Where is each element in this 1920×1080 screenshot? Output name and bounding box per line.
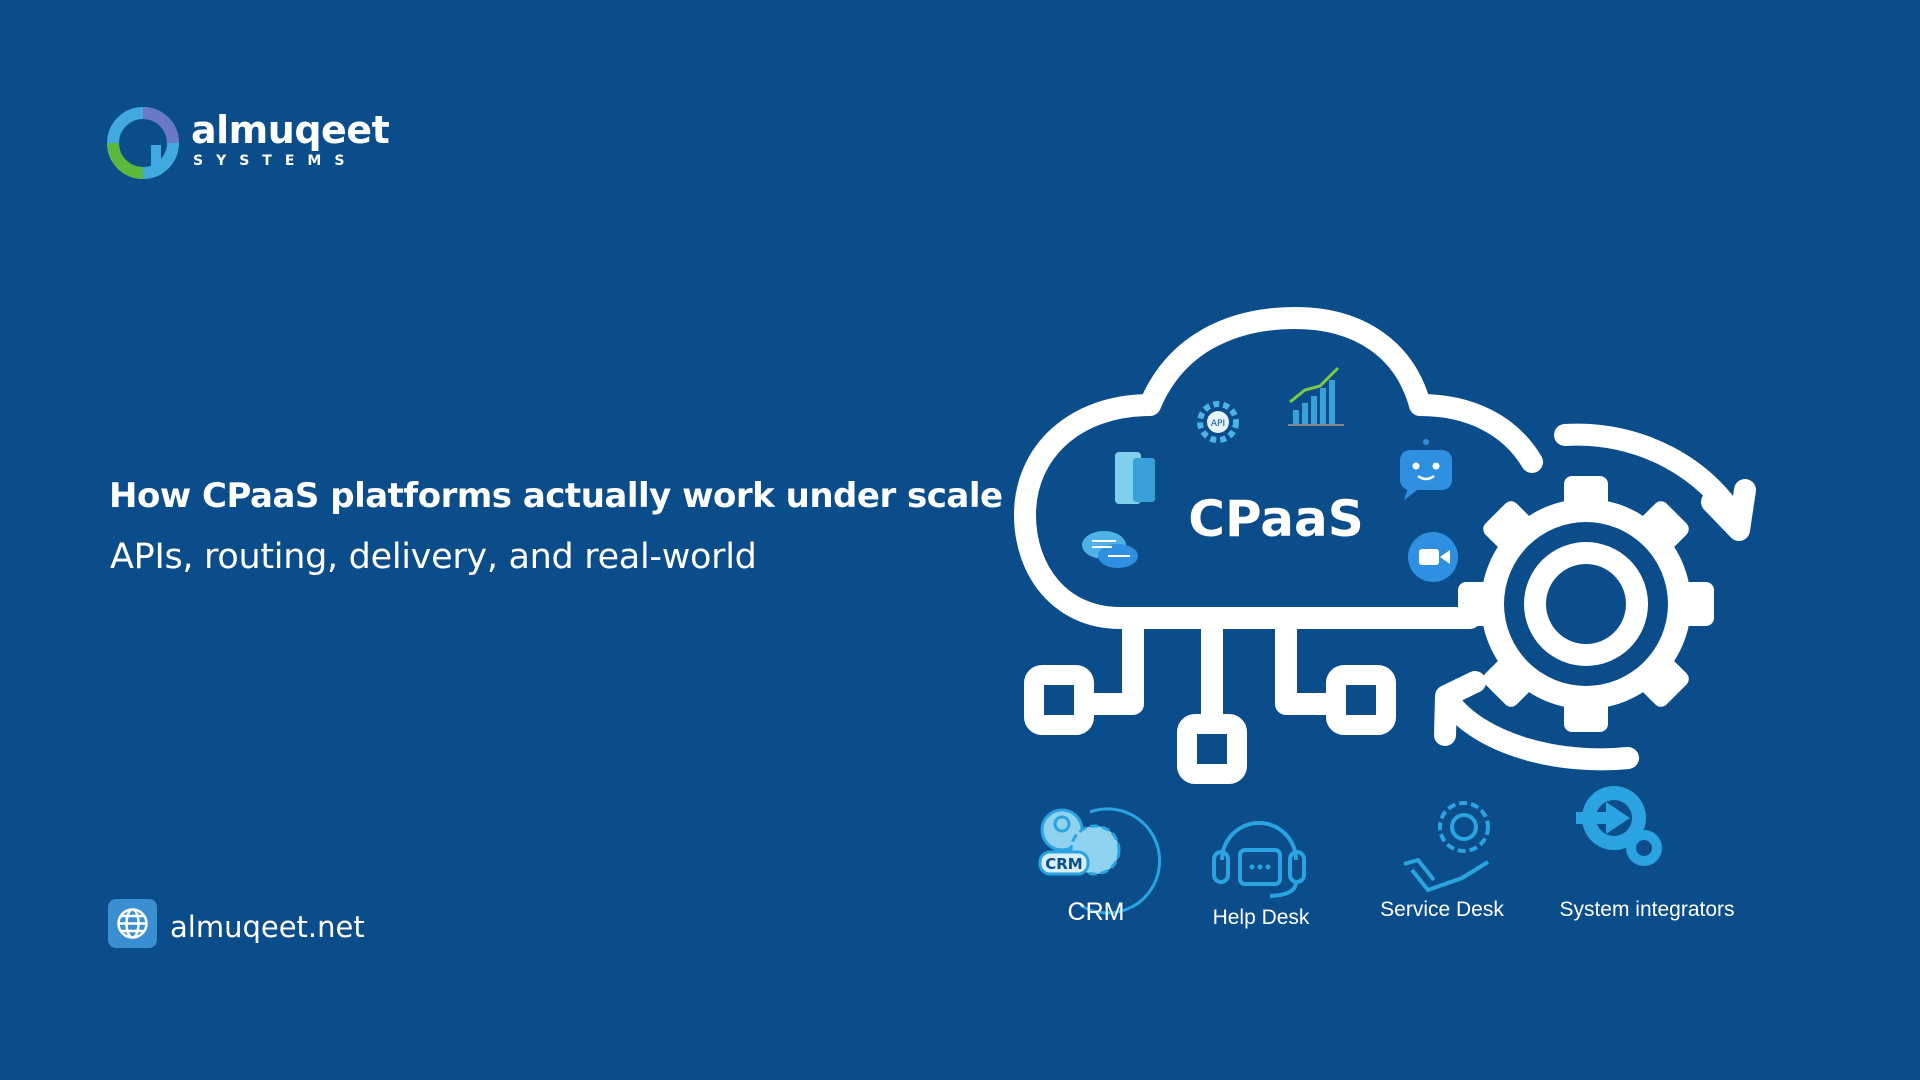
node-right [1326,665,1396,735]
arrow-bottom [1437,689,1639,771]
gear-arrow-icon [1576,786,1662,866]
crm-icon: CRM [1038,807,1162,915]
logo-mark [107,107,179,179]
growth-chart-icon [1288,366,1344,426]
node-middle [1177,714,1247,784]
page-subtitle: APIs, routing, delivery, and real-world [110,537,757,577]
chat-bubbles-icon [1082,531,1138,568]
svg-text:API: API [1211,419,1225,429]
headset-chat-icon [1212,821,1306,898]
brand-subtitle: SYSTEMS [193,153,358,169]
node-left [1024,665,1094,735]
page-title: How CPaaS platforms actually work under … [109,476,1003,516]
phone-icon [1115,452,1155,504]
brand-name: almuqeet [191,108,390,152]
api-gear-icon: API [1197,401,1239,443]
cloud-outline [1014,307,1543,629]
integration-label-help-desk: Help Desk [1212,906,1310,929]
connector-right [1275,619,1346,715]
video-call-icon [1408,532,1458,582]
chatbot-icon [1400,439,1452,500]
integration-label-crm: CRM [1067,898,1125,926]
gear-icon [1404,422,1768,786]
svg-text:CRM: CRM [1045,855,1083,873]
globe-icon [108,899,157,948]
integration-label-system-integrators: System integrators [1559,898,1735,921]
hand-wrench-gear-icon [1403,801,1490,893]
cpaas-label: CPaaS [1188,490,1364,548]
arrow-bottom-head [1434,671,1486,746]
integration-label-service-desk: Service Desk [1380,898,1504,921]
website-link[interactable]: almuqeet.net [170,910,365,944]
arrow-top-head [1701,479,1756,541]
connector-left [1074,619,1144,715]
